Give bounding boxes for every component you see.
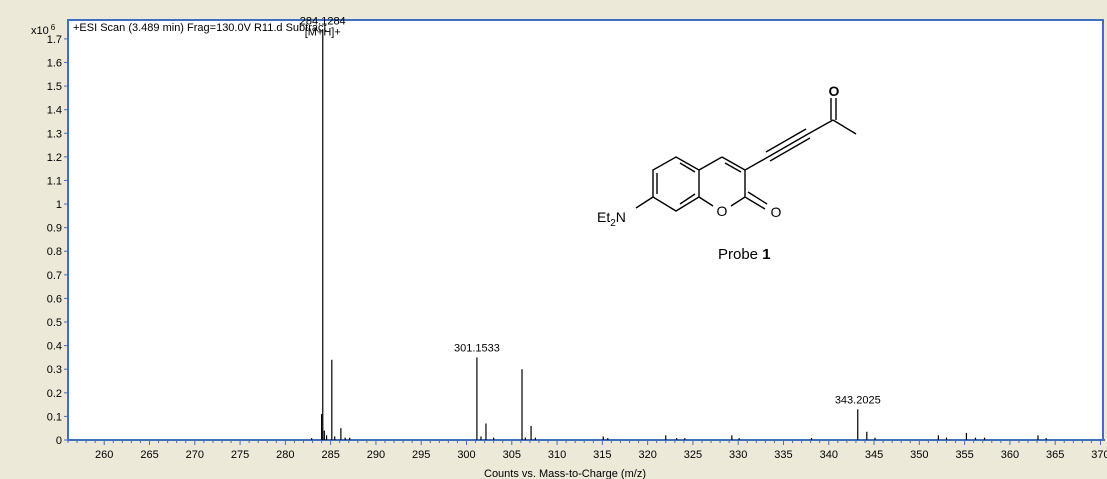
x-tick-label: 275: [231, 449, 249, 461]
y-tick-label: 0.3: [47, 364, 62, 376]
amine-bond: [635, 196, 654, 209]
x-tick-label: 305: [503, 449, 521, 461]
ketone-oxygen-label: O: [829, 83, 840, 99]
x-tick-label: 370: [1091, 449, 1107, 461]
x-tick-label: 330: [729, 449, 747, 461]
x-tick-label: 340: [820, 449, 838, 461]
carbonyl-oxygen-label: O: [771, 204, 782, 220]
x-tick-label: 280: [276, 449, 294, 461]
y-tick-label: 0: [56, 435, 62, 447]
x-tick-label: 350: [910, 449, 928, 461]
carbonyl-bond-2: [747, 191, 768, 205]
benzene-double-1: [679, 162, 696, 173]
peak-label: 301.1533: [454, 342, 500, 354]
y-tick-label: 0.9: [47, 223, 62, 235]
y-tick-label: 0.4: [47, 341, 62, 353]
x-axis-title: Counts vs. Mass-to-Charge (m/z): [484, 468, 646, 479]
y-tick-label: 1: [56, 199, 62, 211]
probe-labels: Et2N O O O Probe 1: [597, 83, 840, 263]
peak-label: 284.1284: [300, 15, 346, 27]
alkyne-bond-1: [744, 156, 769, 171]
ketone-bond-1: [807, 119, 834, 135]
ring-oxygen-label: O: [717, 203, 728, 219]
x-tick-label: 315: [593, 449, 611, 461]
probe-caption-text: Probe: [718, 246, 762, 263]
pyranone-bond-5: [698, 196, 714, 207]
amine-subscript: 2: [610, 218, 616, 229]
amine-label: Et2N: [597, 209, 626, 229]
x-tick-label: 260: [95, 449, 113, 461]
probe-caption-number: 1: [762, 246, 770, 263]
y-multiplier-exponent: 6: [51, 23, 56, 32]
y-tick-label: 1.1: [47, 175, 62, 187]
x-tick-label: 285: [321, 449, 339, 461]
x-tick-label: 325: [684, 449, 702, 461]
probe-caption: Probe 1: [718, 246, 771, 263]
y-tick-label: 0.6: [47, 293, 62, 305]
pyranone-bond-1: [698, 156, 723, 171]
peak-annotations: 284.1284[M+H]+ 301.1533 343.2025: [300, 15, 881, 406]
peak-series: [311, 29, 1047, 440]
alkyne-triple-b: [765, 128, 807, 153]
y-tick-label: 1.4: [47, 105, 62, 117]
y-tick-label: 1.6: [47, 57, 62, 69]
y-tick-label: 0.2: [47, 388, 62, 400]
y-tick-label: 1.7: [47, 34, 62, 46]
plot-area: [67, 19, 1104, 441]
x-tick-label: 345: [865, 449, 883, 461]
peak-label: 343.2025: [835, 394, 881, 406]
amine-et: Et: [597, 209, 610, 225]
x-tick-label: 290: [367, 449, 385, 461]
amine-n: N: [616, 209, 626, 225]
x-tick-label: 320: [638, 449, 656, 461]
y-tick-label: 0.1: [47, 411, 62, 423]
pyranone-bond-2: [721, 156, 746, 171]
y-axis-ticks: 0 0.1 0.2 0.3 0.4 0.5 0.6 0.7 0.8 0.9 1 1.1 1.2 1.3 1.…: [47, 34, 68, 447]
x-tick-label: 355: [955, 449, 973, 461]
y-tick-label: 0.7: [47, 270, 62, 282]
x-tick-label: 335: [774, 449, 792, 461]
benzene-double-2: [679, 193, 696, 205]
x-tick-label: 310: [548, 449, 566, 461]
y-tick-label: 1.2: [47, 152, 62, 164]
x-tick-label: 365: [1046, 449, 1064, 461]
y-tick-label: 0.5: [47, 317, 62, 329]
y-tick-label: 1.5: [47, 81, 62, 93]
probe-structure: [635, 98, 857, 212]
pyranone-double: [724, 162, 742, 173]
x-tick-label: 300: [457, 449, 475, 461]
x-tick-label: 295: [412, 449, 430, 461]
ketone-bond-2: [832, 119, 857, 135]
pyranone-bond-4: [730, 196, 746, 207]
x-axis-ticks: 260 265 270 275 280 285 290 295 300 305 310 315 320 3…: [67, 440, 1107, 461]
carbonyl-bond-1: [744, 196, 766, 210]
alkyne-triple-a: [767, 133, 809, 158]
y-tick-label: 0.8: [47, 246, 62, 258]
x-tick-label: 265: [140, 449, 158, 461]
chart-title: +ESI Scan (3.489 min) Frag=130.0V R11.d …: [73, 22, 327, 34]
x-tick-label: 270: [186, 449, 204, 461]
y-multiplier-base: x10: [31, 25, 49, 37]
peak-sublabel: [M+H]+: [305, 26, 341, 38]
x-tick-label: 360: [1001, 449, 1019, 461]
y-tick-label: 1.3: [47, 128, 62, 140]
alkyne-triple-c: [769, 137, 811, 162]
